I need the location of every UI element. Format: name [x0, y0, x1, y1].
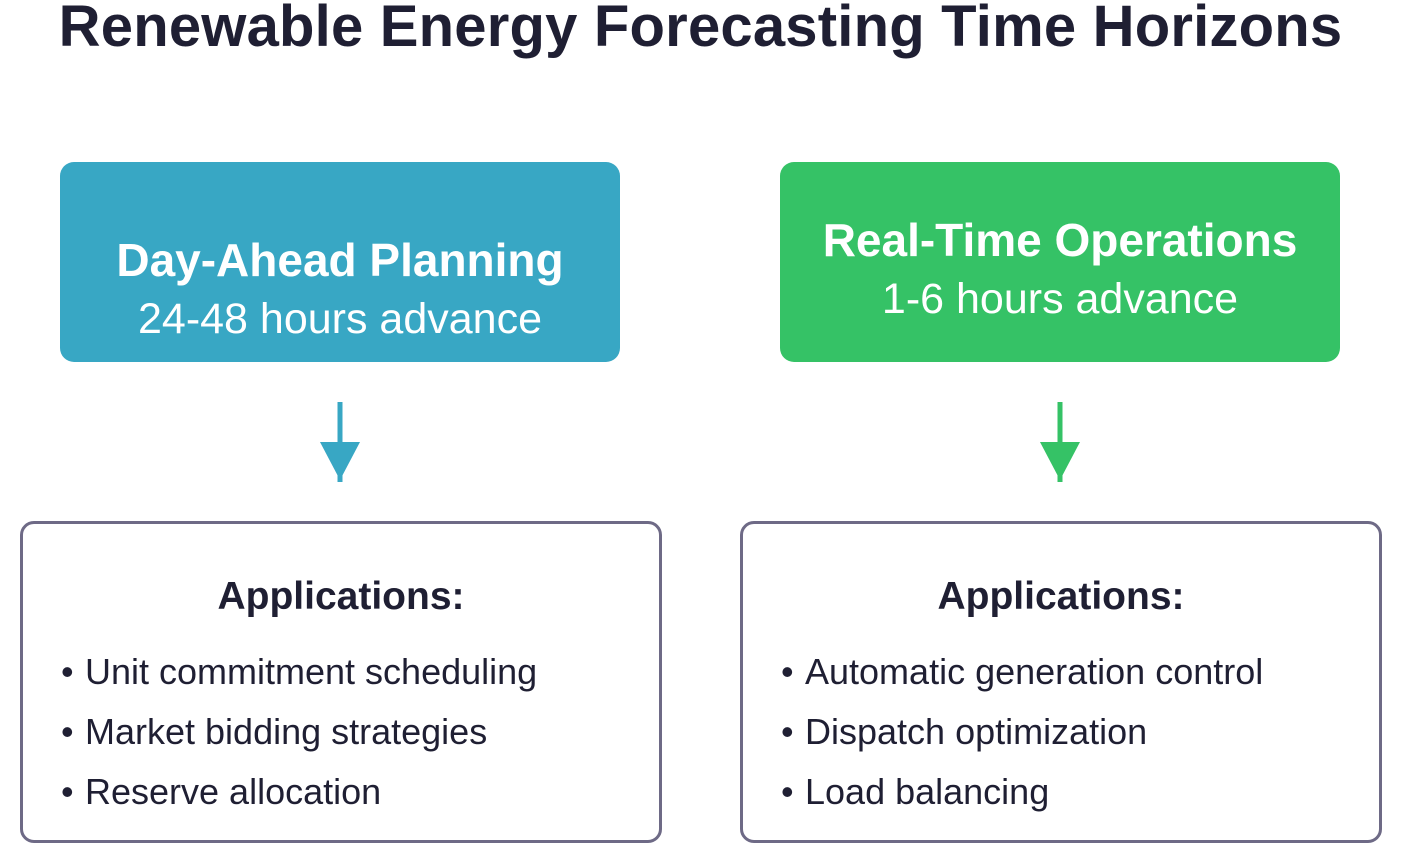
applications-heading: Applications:	[937, 575, 1185, 618]
list-item-label: Reserve allocation	[85, 771, 382, 812]
diagram-title: Renewable Energy Forecasting Time Horizo…	[58, 0, 1343, 59]
list-item-label: Dispatch optimization	[805, 711, 1148, 752]
day-ahead-applications-box: Applications: • Unit commitment schedulin…	[20, 521, 662, 843]
applications-heading: Applications:	[217, 575, 465, 618]
bullet-icon: •	[781, 651, 794, 692]
arrow-down-icon	[320, 402, 360, 482]
real-time-applications-box: Applications: • Automatic generation cont…	[740, 521, 1382, 843]
bullet-icon: •	[61, 711, 74, 752]
list-item-label: Market bidding strategies	[85, 711, 488, 752]
bullet-icon: •	[61, 651, 74, 692]
list-item-label: Load balancing	[805, 771, 1050, 812]
real-time-title: Real-Time Operations	[822, 214, 1298, 266]
list-item: • Dispatch optimization	[781, 702, 1263, 762]
applications-list: • Unit commitment scheduling • Market bidd…	[61, 642, 537, 822]
bullet-icon: •	[781, 711, 794, 752]
arrow-down-icon	[1040, 402, 1080, 482]
applications-list: • Automatic generation control • Dispatch …	[781, 642, 1263, 822]
day-ahead-title: Day-Ahead Planning	[116, 234, 564, 286]
day-ahead-header-box: Day-Ahead Planning 24-48 hours advance	[60, 162, 620, 362]
list-item: • Reserve allocation	[61, 762, 537, 822]
list-item-label: Automatic generation control	[805, 651, 1264, 692]
list-item: • Market bidding strategies	[61, 702, 537, 762]
bullet-icon: •	[61, 771, 74, 812]
day-ahead-subtitle: 24-48 hours advance	[137, 295, 542, 343]
list-item: • Automatic generation control	[781, 642, 1263, 702]
bullet-icon: •	[781, 771, 794, 812]
list-item-label: Unit commitment scheduling	[85, 651, 538, 692]
real-time-header-box: Real-Time Operations 1-6 hours advance	[780, 162, 1340, 362]
real-time-subtitle: 1-6 hours advance	[881, 275, 1239, 323]
list-item: • Load balancing	[781, 762, 1263, 822]
list-item: • Unit commitment scheduling	[61, 642, 537, 702]
